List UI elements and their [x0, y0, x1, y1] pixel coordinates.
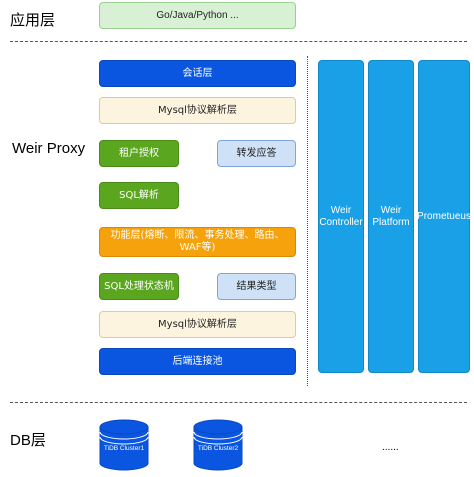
tenant-auth: 租户授权 [99, 140, 179, 167]
prometheus-label: Prometueus [417, 210, 471, 222]
vertical-separator [307, 56, 308, 386]
db-ellipsis: ...... [382, 442, 399, 453]
weir-controller: Weir Controller [318, 60, 364, 373]
app-languages-box: Go/Java/Python ... [99, 2, 296, 29]
divider-bottom [10, 402, 467, 403]
tidb-cluster-2-label: TiDB Cluster2 [197, 445, 239, 452]
mysql-parse-layer-top: Mysql协议解析层 [99, 97, 296, 124]
database-cylinder-icon [193, 419, 243, 471]
database-cylinder-icon [99, 419, 149, 471]
prometheus: Prometueus [417, 60, 471, 373]
tidb-cluster-2: TiDB Cluster2 [193, 419, 243, 471]
app-layer-label: 应用层 [10, 11, 56, 29]
session-layer: 会话层 [99, 60, 296, 87]
sql-parse: SQL解析 [99, 182, 179, 209]
weir-platform-label: Weir Platform [372, 204, 410, 228]
backend-connection-pool: 后端连接池 [99, 348, 296, 375]
weir-platform: Weir Platform [368, 60, 414, 373]
proxy-label: Weir Proxy [12, 140, 86, 157]
result-type: 结果类型 [217, 273, 296, 300]
weir-controller-label: Weir Controller [319, 204, 363, 228]
function-layer: 功能层(熔断、限流、事务处理、路由、WAF等) [99, 227, 296, 257]
db-layer-label: DB层 [10, 432, 46, 449]
tidb-cluster-1-label: TiDB Cluster1 [103, 445, 145, 452]
mysql-parse-layer-bottom: Mysql协议解析层 [99, 311, 296, 338]
divider-top [10, 41, 467, 42]
sql-state-machine: SQL处理状态机 [99, 273, 179, 300]
tidb-cluster-1: TiDB Cluster1 [99, 419, 149, 471]
forward-reply: 转发应答 [217, 140, 296, 167]
